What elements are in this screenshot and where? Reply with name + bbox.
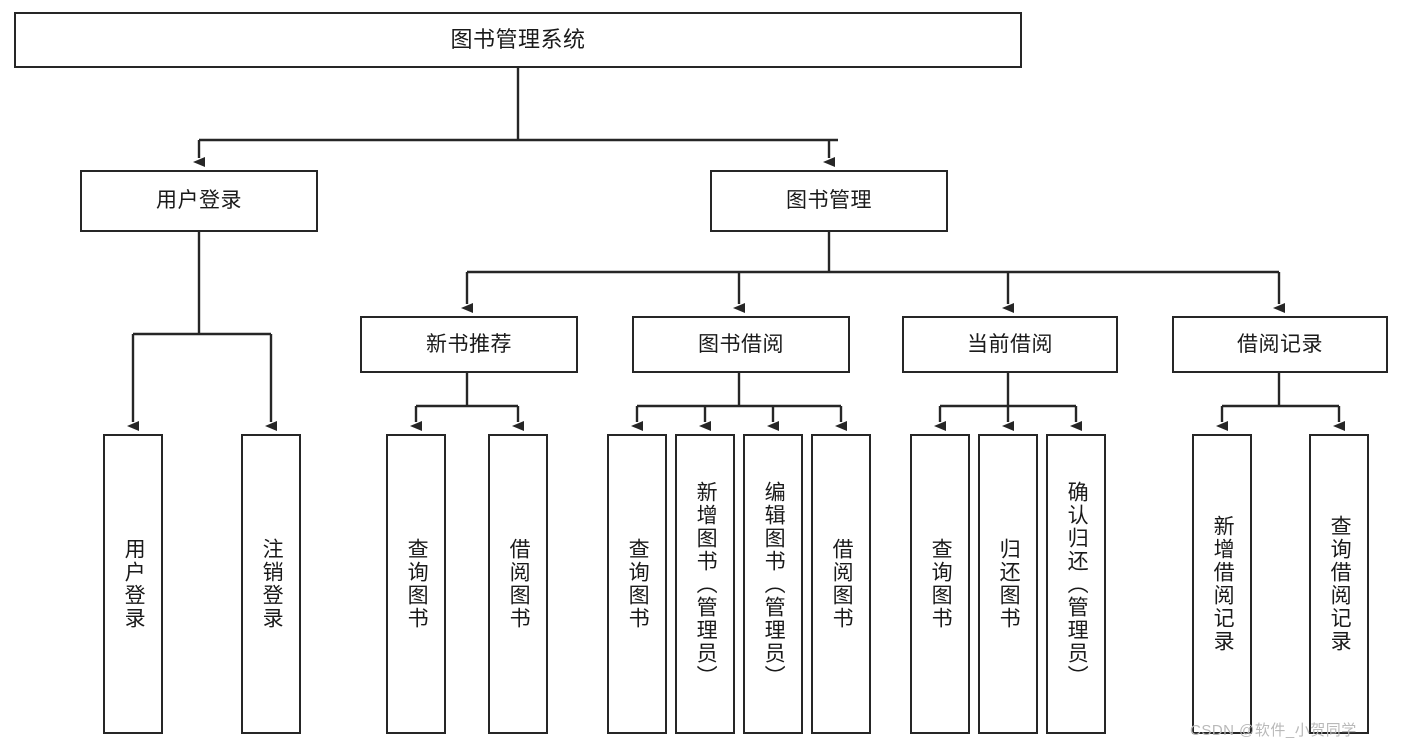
node-new-book-recommend[interactable]: 新书推荐 <box>360 316 578 373</box>
leaf-current-return-book[interactable]: 归还图书 <box>978 434 1038 734</box>
csdn-watermark: CSDN @软件_小贺同学 <box>1190 722 1357 739</box>
leaf-current-query-book[interactable]: 查询图书 <box>910 434 970 734</box>
node-borrow-record[interactable]: 借阅记录 <box>1172 316 1388 373</box>
node-label: 图书管理系统 <box>450 26 586 52</box>
node-book-borrow[interactable]: 图书借阅 <box>632 316 850 373</box>
leaf-borrow-add-book-admin[interactable]: 新增图书（管理员） <box>675 434 735 734</box>
node-label: 归还图书 <box>997 538 1021 630</box>
leaf-borrow-edit-book-admin[interactable]: 编辑图书（管理员） <box>743 434 803 734</box>
node-label: 查询图书 <box>929 538 953 630</box>
node-label: 当前借阅 <box>967 332 1053 356</box>
node-label: 查询图书 <box>405 538 429 630</box>
node-label: 查询借阅记录 <box>1328 515 1352 653</box>
node-current-borrow[interactable]: 当前借阅 <box>902 316 1118 373</box>
node-label: 编辑图书（管理员） <box>762 480 786 688</box>
leaf-record-query-borrow-record[interactable]: 查询借阅记录 <box>1309 434 1369 734</box>
node-label: 用户登录 <box>122 538 146 630</box>
leaf-record-add-borrow-record[interactable]: 新增借阅记录 <box>1192 434 1252 734</box>
node-label: 新书推荐 <box>426 332 512 356</box>
node-label: 查询图书 <box>626 538 650 630</box>
node-label: 注销登录 <box>260 538 284 630</box>
leaf-recommend-query-book[interactable]: 查询图书 <box>386 434 446 734</box>
leaf-borrow-query-book[interactable]: 查询图书 <box>607 434 667 734</box>
leaf-user-logout[interactable]: 注销登录 <box>241 434 301 734</box>
node-label: 新增图书（管理员） <box>694 480 718 688</box>
node-label: 确认归还（管理员） <box>1065 480 1089 688</box>
node-label: 用户登录 <box>156 189 242 213</box>
node-user-login-branch[interactable]: 用户登录 <box>80 170 318 232</box>
node-label: 新增借阅记录 <box>1211 515 1235 653</box>
node-book-management-branch[interactable]: 图书管理 <box>710 170 948 232</box>
leaf-recommend-borrow-book[interactable]: 借阅图书 <box>488 434 548 734</box>
leaf-borrow-borrow-book[interactable]: 借阅图书 <box>811 434 871 734</box>
node-label: 借阅图书 <box>507 538 531 630</box>
leaf-current-confirm-return-admin[interactable]: 确认归还（管理员） <box>1046 434 1106 734</box>
leaf-user-login[interactable]: 用户登录 <box>103 434 163 734</box>
node-root-system[interactable]: 图书管理系统 <box>14 12 1022 68</box>
node-label: 图书借阅 <box>698 332 784 356</box>
node-label: 借阅图书 <box>830 538 854 630</box>
node-label: 借阅记录 <box>1237 332 1323 356</box>
node-label: 图书管理 <box>786 189 872 213</box>
